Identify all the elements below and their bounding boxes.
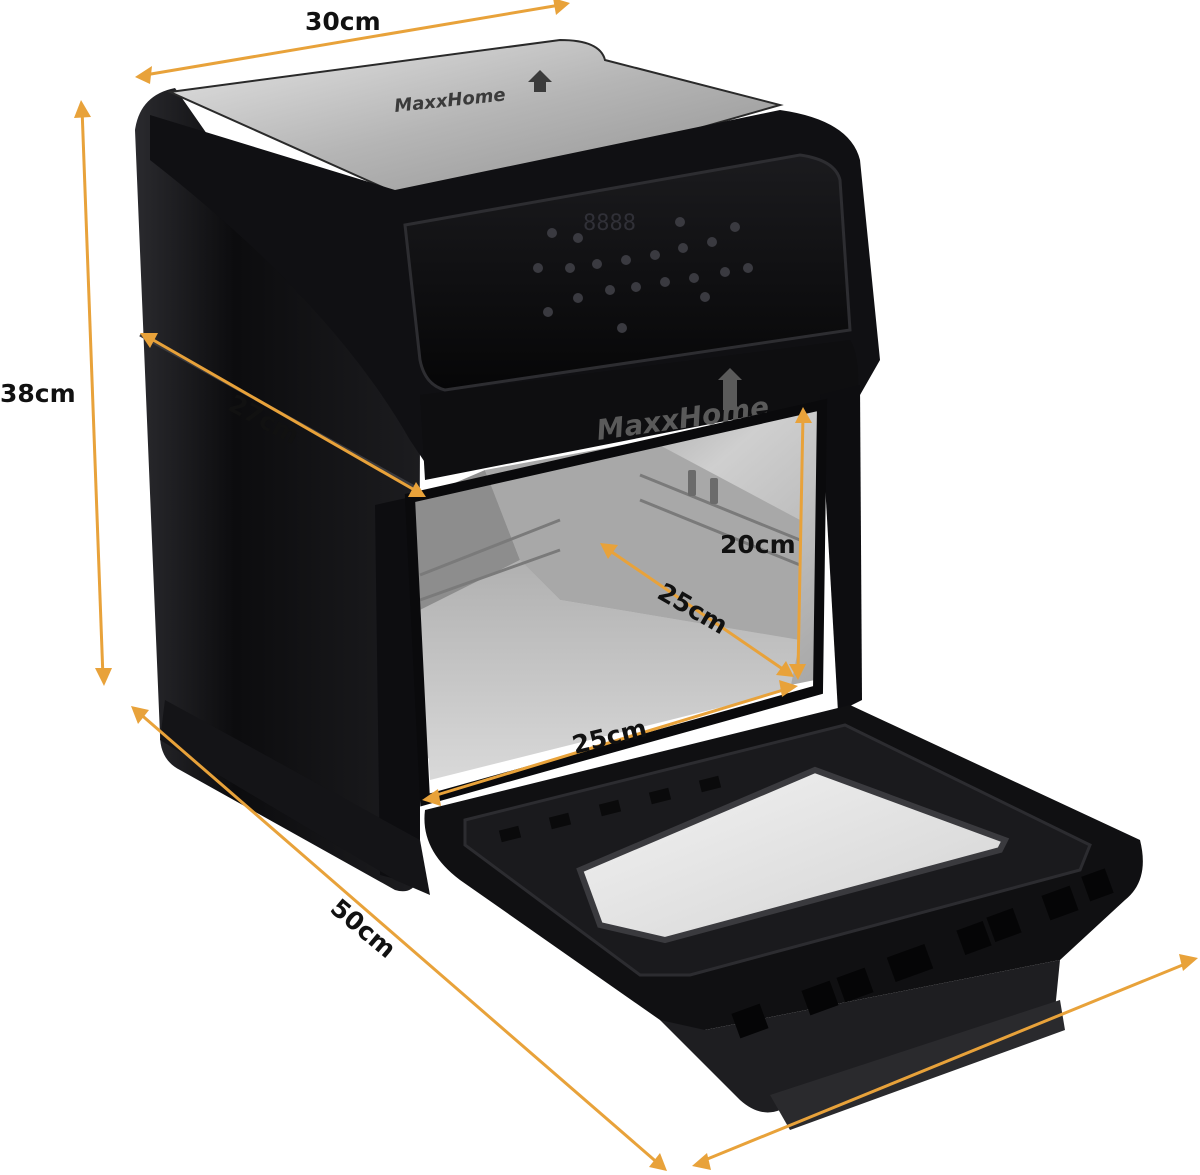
fryer-base bbox=[160, 700, 430, 895]
label-width-top: 30cm bbox=[305, 7, 381, 36]
control-buttons bbox=[533, 217, 753, 333]
display-digits: 8888 bbox=[583, 211, 636, 236]
button-icon[interactable] bbox=[533, 263, 543, 273]
button-icon[interactable] bbox=[707, 237, 717, 247]
door-inner-slots bbox=[498, 775, 722, 843]
chamber-rails bbox=[419, 473, 801, 602]
button-icon[interactable] bbox=[592, 259, 602, 269]
button-icon[interactable] bbox=[743, 263, 753, 273]
button-icon[interactable] bbox=[617, 323, 627, 333]
door-header-strip bbox=[420, 340, 859, 480]
button-icon[interactable] bbox=[543, 307, 553, 317]
button-icon[interactable] bbox=[573, 293, 583, 303]
door-vents bbox=[731, 868, 1114, 1039]
label-height: 38cm bbox=[0, 379, 76, 408]
dimension-door-width bbox=[692, 954, 1198, 1170]
chamber-frame bbox=[404, 398, 828, 807]
label-chamber-height: 20cm bbox=[720, 530, 796, 559]
chamber-inner-back bbox=[485, 440, 800, 640]
button-icon[interactable] bbox=[720, 267, 730, 277]
door-glass-window bbox=[576, 766, 1010, 944]
button-icon[interactable] bbox=[631, 282, 641, 292]
button-icon[interactable] bbox=[660, 277, 670, 287]
front-left-pillar bbox=[375, 495, 420, 885]
button-icon[interactable] bbox=[730, 222, 740, 232]
button-icon[interactable] bbox=[678, 243, 688, 253]
button-icon[interactable] bbox=[675, 217, 685, 227]
button-icon[interactable] bbox=[547, 228, 557, 238]
chamber-floor bbox=[420, 560, 800, 780]
touch-display[interactable]: 8888 bbox=[583, 211, 636, 236]
button-icon[interactable] bbox=[565, 263, 575, 273]
dimension-chamber-height: 20cm bbox=[720, 407, 812, 680]
button-icon[interactable] bbox=[605, 285, 615, 295]
cooking-chamber bbox=[404, 398, 828, 807]
button-icon[interactable] bbox=[621, 255, 631, 265]
open-door[interactable] bbox=[424, 705, 1143, 1130]
control-panel bbox=[403, 153, 852, 392]
door-hinge-tray bbox=[770, 1000, 1065, 1130]
rotisserie-holder bbox=[688, 470, 718, 504]
air-fryer: MaxxHome 8888 bbox=[135, 38, 1143, 1130]
fryer-side-panel bbox=[135, 88, 420, 892]
button-icon[interactable] bbox=[700, 292, 710, 302]
button-icon[interactable] bbox=[650, 250, 660, 260]
dimension-height: 38cm bbox=[0, 100, 112, 686]
door-underside bbox=[660, 960, 1060, 1113]
chamber-left-wall bbox=[415, 470, 520, 610]
button-icon[interactable] bbox=[689, 273, 699, 283]
label-depth-door-open: 50cm bbox=[325, 893, 402, 964]
button-icon[interactable] bbox=[573, 233, 583, 243]
front-right-pillar bbox=[820, 385, 862, 712]
dimension-width-top: 30cm bbox=[135, 0, 570, 84]
